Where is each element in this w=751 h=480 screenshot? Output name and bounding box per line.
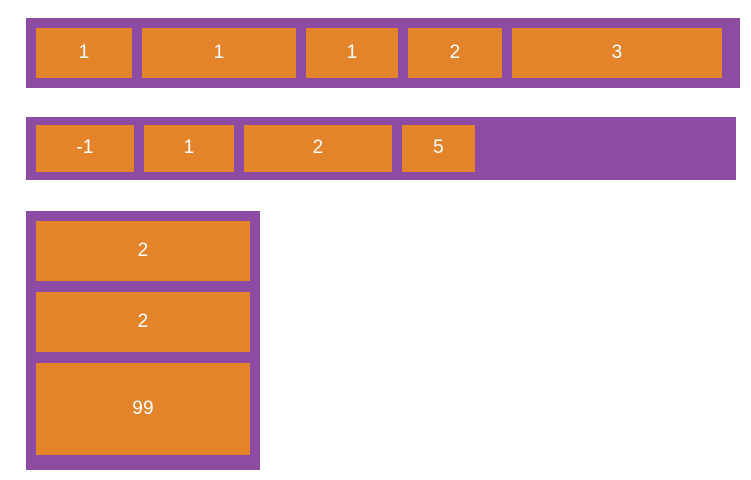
value-cell[interactable]: 1 xyxy=(142,28,296,78)
value-cell-label: 2 xyxy=(449,41,461,63)
value-container-3: 2 2 99 xyxy=(26,211,260,470)
value-cell[interactable]: 1 xyxy=(36,28,132,78)
value-cell[interactable]: 3 xyxy=(512,28,722,78)
value-cell-label: 3 xyxy=(611,41,623,63)
value-cell-label: 1 xyxy=(78,41,90,63)
value-cell-label: 1 xyxy=(346,41,358,63)
value-cell-label: 2 xyxy=(312,137,324,158)
value-cell-label: 1 xyxy=(183,137,195,158)
value-container-1: 1 1 1 2 3 xyxy=(26,18,740,88)
value-cell-label: -1 xyxy=(76,137,94,158)
value-cell[interactable]: 2 xyxy=(408,28,502,78)
value-cell[interactable]: 5 xyxy=(402,125,475,172)
value-cell[interactable]: 1 xyxy=(306,28,398,78)
value-cell[interactable]: 2 xyxy=(36,292,250,352)
value-cell-label: 1 xyxy=(213,41,225,63)
value-cell-label: 5 xyxy=(433,137,444,158)
value-cell-label: 2 xyxy=(137,310,149,332)
value-cell-label: 2 xyxy=(137,239,149,261)
value-cell[interactable]: 2 xyxy=(36,221,250,281)
value-cell-label: 99 xyxy=(132,397,154,419)
value-cell[interactable]: -1 xyxy=(36,125,134,172)
value-cell[interactable]: 2 xyxy=(244,125,392,172)
value-container-2: -1 1 2 5 xyxy=(26,117,736,180)
value-cell[interactable]: 1 xyxy=(144,125,234,172)
value-cell[interactable]: 99 xyxy=(36,363,250,455)
